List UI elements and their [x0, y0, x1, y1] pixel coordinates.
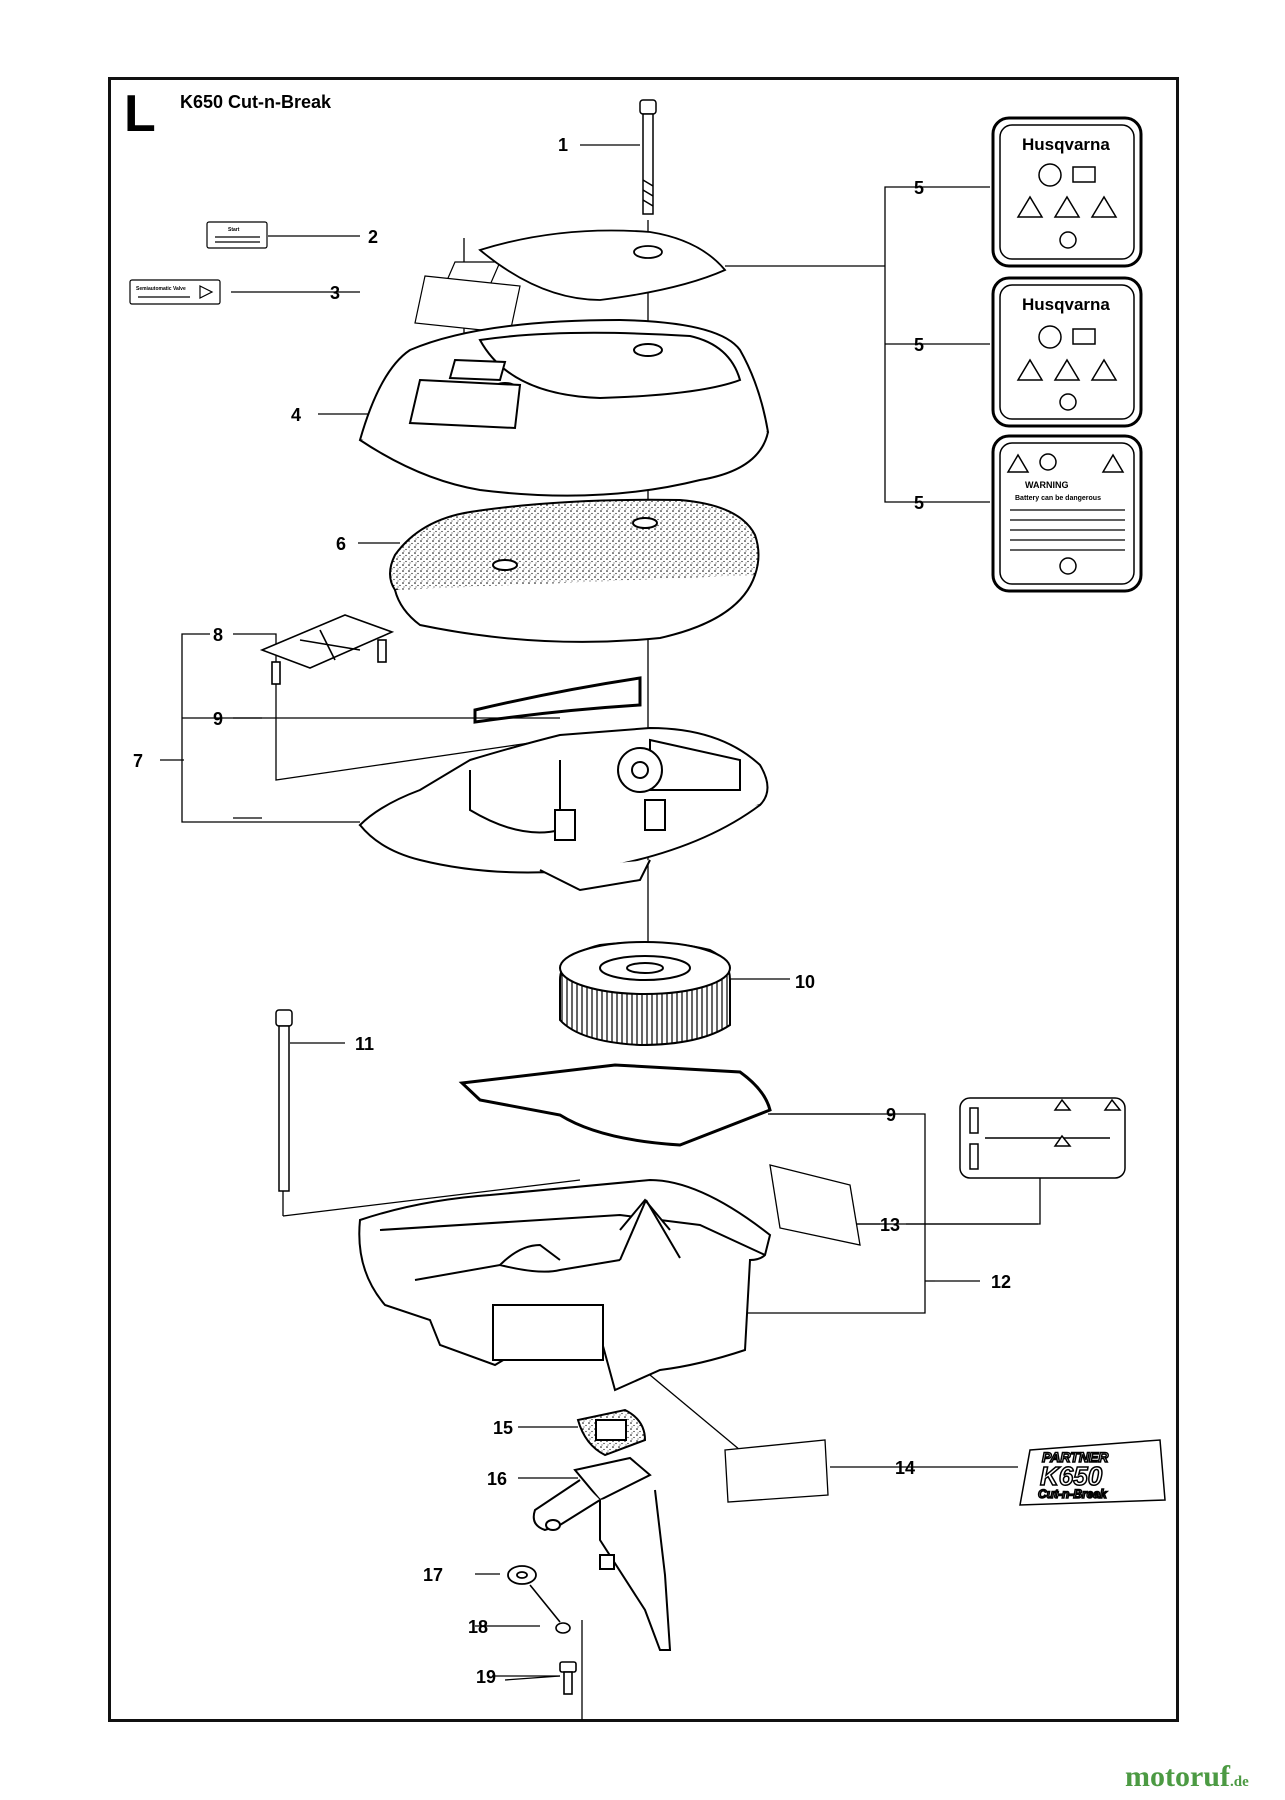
callout-15: 15	[493, 1418, 513, 1438]
part-6-foam-filter	[389, 498, 760, 643]
decal-3-text: Semiautomatic Valve	[136, 286, 186, 292]
decal-2	[206, 221, 268, 249]
part-5-decal-a	[991, 116, 1143, 268]
callout-4: 4	[291, 405, 301, 425]
part-12-housing	[358, 1178, 772, 1392]
callout-1: 1	[558, 135, 568, 155]
watermark-main: motoruf	[1125, 1760, 1230, 1793]
part-9-gasket-lower	[458, 1063, 772, 1147]
part-19-bolt	[559, 1661, 577, 1695]
callout-11: 11	[355, 1034, 374, 1054]
callout-19: 19	[476, 1667, 496, 1687]
callout-14: 14	[895, 1458, 915, 1478]
callout-5a: 5	[914, 178, 924, 198]
part-5-decal-c	[991, 434, 1143, 593]
decal-13-icons	[959, 1097, 1126, 1179]
decal-b-brand: Husqvarna	[1022, 295, 1110, 314]
callout-18: 18	[468, 1617, 488, 1637]
callout-9-upper: 9	[213, 709, 223, 729]
section-letter: L	[124, 85, 156, 143]
callout-5b: 5	[914, 335, 924, 355]
badge-top-text: PARTNER	[1042, 1449, 1109, 1465]
part-11-long-screw	[275, 1009, 293, 1192]
callout-6: 6	[336, 534, 346, 554]
decal-c-warning-sub: Battery can be dangerous	[1015, 495, 1101, 502]
callout-5c: 5	[914, 493, 924, 513]
part-14-label	[724, 1439, 829, 1503]
callout-7: 7	[133, 751, 143, 771]
badge-sub-text: Cut-n-Break	[1038, 1487, 1108, 1501]
part-5-decal-b	[991, 276, 1143, 428]
callout-17: 17	[423, 1565, 443, 1585]
diagram-frame	[108, 77, 1179, 1722]
callout-9-lower: 9	[886, 1105, 896, 1125]
callout-12: 12	[991, 1272, 1011, 1292]
part-10-air-filter	[559, 941, 731, 1047]
watermark-tld: .de	[1229, 1774, 1249, 1790]
part-15-grommet	[576, 1408, 647, 1457]
decal-3	[129, 279, 221, 305]
badge-model-text: K650	[1040, 1461, 1103, 1491]
decal-2-title: Start	[228, 227, 240, 233]
part-7-filter-base	[358, 726, 769, 892]
decal-c-warning-title: WARNING	[1025, 480, 1069, 490]
callout-16: 16	[487, 1469, 507, 1489]
callout-13: 13	[880, 1215, 900, 1235]
part-9-seal-upper	[473, 676, 642, 724]
badge-k650	[1019, 1439, 1166, 1506]
part-4-cover	[358, 318, 770, 497]
part-17-bushing	[507, 1565, 537, 1585]
callout-3: 3	[330, 283, 340, 303]
decal-a-brand: Husqvarna	[1022, 135, 1110, 154]
watermark-logo: motoruf.de	[1125, 1762, 1249, 1792]
top-plate	[478, 229, 727, 301]
part-18-screw	[529, 1584, 571, 1634]
part-1-screw	[639, 99, 657, 215]
part-8-bracket	[259, 614, 395, 685]
part-16-intake-tube	[532, 1456, 672, 1651]
callout-2: 2	[368, 227, 378, 247]
callout-10: 10	[795, 972, 815, 992]
model-title: K650 Cut-n-Break	[180, 92, 332, 112]
part-13-label	[769, 1164, 861, 1246]
callout-8: 8	[213, 625, 223, 645]
